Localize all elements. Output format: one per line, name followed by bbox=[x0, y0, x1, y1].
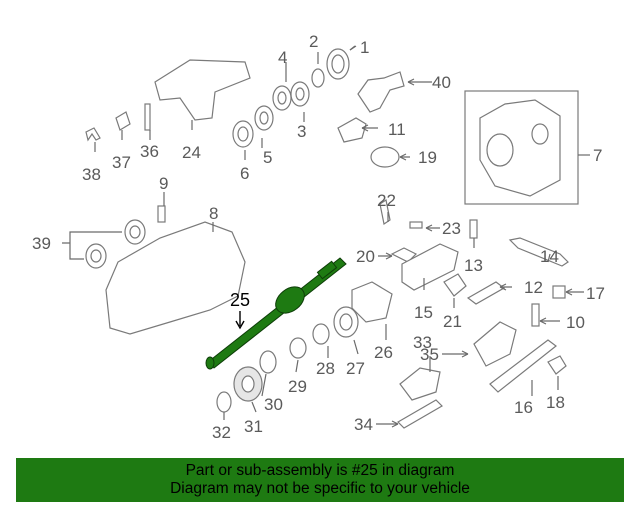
label-30: 30 bbox=[264, 395, 283, 414]
parts-diagram: 1 2 3 4 5 6 7 8 9 10 11 12 13 14 15 16 1… bbox=[32, 32, 605, 442]
part-11-connector bbox=[337, 117, 367, 143]
label-3: 3 bbox=[297, 122, 306, 141]
part-29-bushing bbox=[289, 337, 307, 359]
label-31: 31 bbox=[244, 417, 263, 436]
label-39: 39 bbox=[32, 234, 51, 253]
label-38: 38 bbox=[82, 165, 101, 184]
part-1-housing bbox=[326, 48, 350, 80]
part-8-column-housing bbox=[105, 221, 246, 335]
part-39-bushing-upper bbox=[124, 219, 146, 245]
part-7-housing-box bbox=[464, 90, 590, 205]
part-25-steering-shaft-highlighted bbox=[205, 257, 347, 370]
part-2-ring bbox=[311, 68, 325, 88]
part-19-cap bbox=[370, 146, 400, 168]
part-3-bearing bbox=[290, 81, 310, 107]
label-10: 10 bbox=[566, 313, 585, 332]
label-6: 6 bbox=[240, 164, 249, 183]
label-40: 40 bbox=[432, 73, 451, 92]
part-40-lever bbox=[357, 71, 405, 113]
part-24-bracket bbox=[154, 59, 251, 130]
label-28: 28 bbox=[316, 359, 335, 378]
label-34: 34 bbox=[354, 415, 373, 434]
label-33: 33 bbox=[413, 333, 432, 352]
part-18-knob bbox=[547, 355, 567, 375]
part-28-bushing bbox=[312, 323, 330, 345]
part-14-rod bbox=[508, 237, 569, 267]
part-4-bearing bbox=[272, 85, 292, 111]
label-29: 29 bbox=[288, 377, 307, 396]
label-19: 19 bbox=[418, 148, 437, 167]
label-23: 23 bbox=[442, 219, 461, 238]
label-4: 4 bbox=[278, 48, 287, 67]
part-37-clip bbox=[115, 111, 131, 131]
part-39-bushing-lower bbox=[85, 243, 107, 269]
label-26: 26 bbox=[374, 343, 393, 362]
part-info-banner: Part or sub-assembly is #25 in diagram D… bbox=[16, 458, 624, 502]
label-8: 8 bbox=[209, 204, 218, 223]
part-35-actuator bbox=[473, 321, 517, 367]
label-20: 20 bbox=[356, 247, 375, 266]
part-5-bearing bbox=[254, 105, 274, 131]
part-34-rod bbox=[397, 399, 443, 429]
label-13: 13 bbox=[464, 256, 483, 275]
label-36: 36 bbox=[140, 142, 159, 161]
label-37: 37 bbox=[112, 153, 131, 172]
label-22: 22 bbox=[377, 191, 396, 210]
label-16: 16 bbox=[514, 398, 533, 417]
leader-39 bbox=[62, 231, 122, 260]
part-17-clip bbox=[552, 285, 566, 299]
label-11: 11 bbox=[388, 120, 406, 139]
label-24: 24 bbox=[182, 143, 201, 162]
label-15: 15 bbox=[414, 303, 433, 322]
part-30-ring bbox=[259, 350, 277, 374]
label-7: 7 bbox=[593, 146, 602, 165]
part-9-spring bbox=[157, 205, 166, 223]
label-5: 5 bbox=[263, 148, 272, 167]
part-33-bracket bbox=[399, 367, 441, 401]
label-2: 2 bbox=[309, 32, 318, 51]
label-25-highlighted: 25 bbox=[230, 290, 250, 310]
banner-line-2: Diagram may not be specific to your vehi… bbox=[170, 480, 470, 497]
part-20-clip bbox=[390, 247, 418, 263]
label-12: 12 bbox=[524, 278, 543, 297]
part-27-bearing bbox=[333, 306, 359, 338]
part-26-bracket bbox=[351, 281, 393, 323]
part-38-clip bbox=[85, 127, 101, 142]
part-15-switch bbox=[401, 243, 459, 291]
label-35: 35 bbox=[420, 345, 439, 364]
label-9: 9 bbox=[159, 174, 168, 193]
label-18: 18 bbox=[546, 393, 565, 412]
part-23-spring bbox=[409, 221, 423, 229]
banner-line-1: Part or sub-assembly is #25 in diagram bbox=[185, 462, 455, 479]
label-14: 14 bbox=[540, 247, 559, 266]
part-21-block bbox=[443, 273, 467, 297]
label-32: 32 bbox=[212, 423, 231, 442]
part-32-plug bbox=[216, 391, 232, 413]
part-12-linkage bbox=[466, 281, 506, 305]
part-36-pin bbox=[144, 103, 151, 131]
arrowheads bbox=[349, 45, 573, 428]
label-27: 27 bbox=[346, 359, 365, 378]
part-6-bearing bbox=[232, 120, 254, 148]
label-1: 1 bbox=[360, 38, 369, 57]
part-16-lever bbox=[489, 339, 557, 393]
label-17: 17 bbox=[586, 284, 605, 303]
part-13-spring bbox=[469, 219, 478, 239]
part-10-spring bbox=[531, 303, 540, 327]
part-31-gear bbox=[233, 366, 263, 402]
label-21: 21 bbox=[443, 312, 462, 331]
